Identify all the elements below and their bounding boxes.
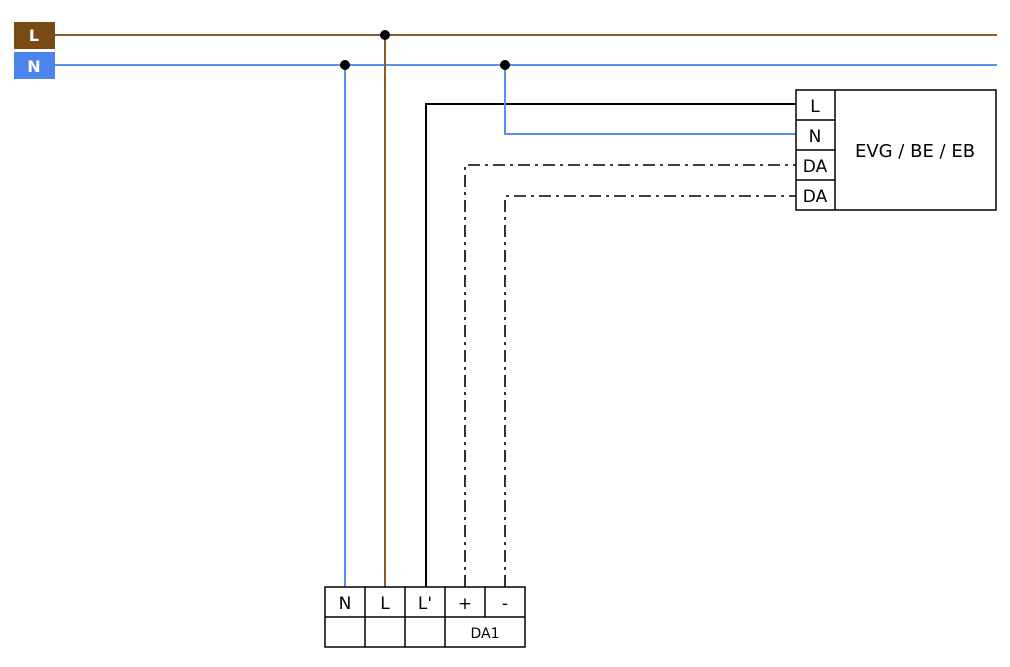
module-terminal-l: L (380, 594, 390, 614)
device-terminal-da2: DA (803, 187, 828, 207)
dali-minus-wire (504, 195, 796, 587)
device-terminal-da1: DA (803, 157, 828, 177)
junction-dot-n-module (340, 60, 350, 70)
module-terminal-minus: - (502, 594, 508, 614)
module-terminal-lprime: L' (418, 594, 432, 614)
n-bus-label: N (27, 57, 40, 76)
dali-plus-wire (464, 164, 796, 587)
n-bus-badge (14, 52, 55, 79)
module-label: DA1 (470, 626, 499, 642)
module-terminal-plus: + (458, 594, 472, 614)
device-terminal-n: N (809, 127, 822, 147)
device-terminal-l: L (810, 97, 820, 117)
device-n-wire (504, 65, 796, 135)
module-terminal-n: N (339, 594, 352, 614)
device-block: L N DA DA EVG / BE / EB (795, 89, 997, 211)
device-name: EVG / BE / EB (855, 141, 975, 162)
module-block: N L L' + - DA1 (324, 586, 526, 648)
switched-l-wire (425, 103, 796, 587)
junction-dot-n-device (500, 60, 510, 70)
l-bus-label: L (29, 26, 39, 45)
device-outline (795, 89, 997, 211)
l-bus-badge (14, 22, 55, 49)
junction-dot-l (380, 30, 390, 40)
